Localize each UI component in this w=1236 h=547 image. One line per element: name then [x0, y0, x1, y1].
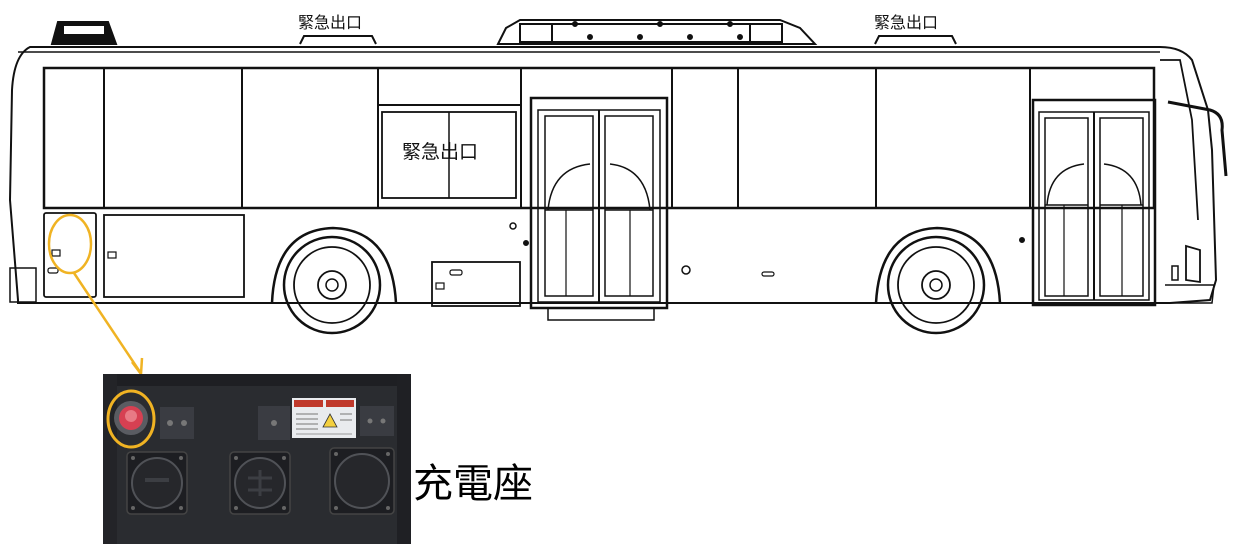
roof-emergency-exit-right-label: 緊急出口	[874, 13, 938, 32]
charging-port-label: 充電座	[413, 461, 533, 507]
rear-bumper	[9, 267, 37, 303]
roof-emergency-exit-left-label: 緊急出口	[298, 13, 362, 32]
callout-line	[72, 272, 142, 373]
roof-hatch-right	[874, 35, 957, 45]
charging-door	[43, 212, 97, 298]
callout-ellipse-bus	[47, 213, 93, 275]
front-end	[1160, 59, 1228, 304]
bus-side-view	[8, 19, 1228, 335]
roof-vent-left	[50, 21, 118, 45]
roof-hatch-left	[299, 35, 377, 45]
front-door	[1031, 98, 1157, 307]
window-emergency-exit-label: 緊急出口	[402, 141, 478, 163]
front-wheel	[874, 226, 1002, 335]
warning-sticker	[292, 398, 356, 438]
charging-panel-photo	[103, 374, 411, 544]
warning-triangle-icon	[322, 413, 338, 428]
roof-ac-unit	[496, 19, 818, 45]
wheel-hub-icon	[317, 270, 347, 300]
luggage-door-rear	[103, 214, 245, 298]
charging-socket-3	[329, 447, 395, 515]
charging-socket-2	[229, 451, 291, 515]
emergency-stop-button	[106, 389, 156, 449]
rear-wheel	[270, 226, 398, 335]
luggage-door-mid	[431, 261, 521, 307]
bus-body-outline	[8, 46, 1218, 304]
charging-socket-1	[126, 451, 188, 515]
middle-door	[529, 96, 669, 321]
